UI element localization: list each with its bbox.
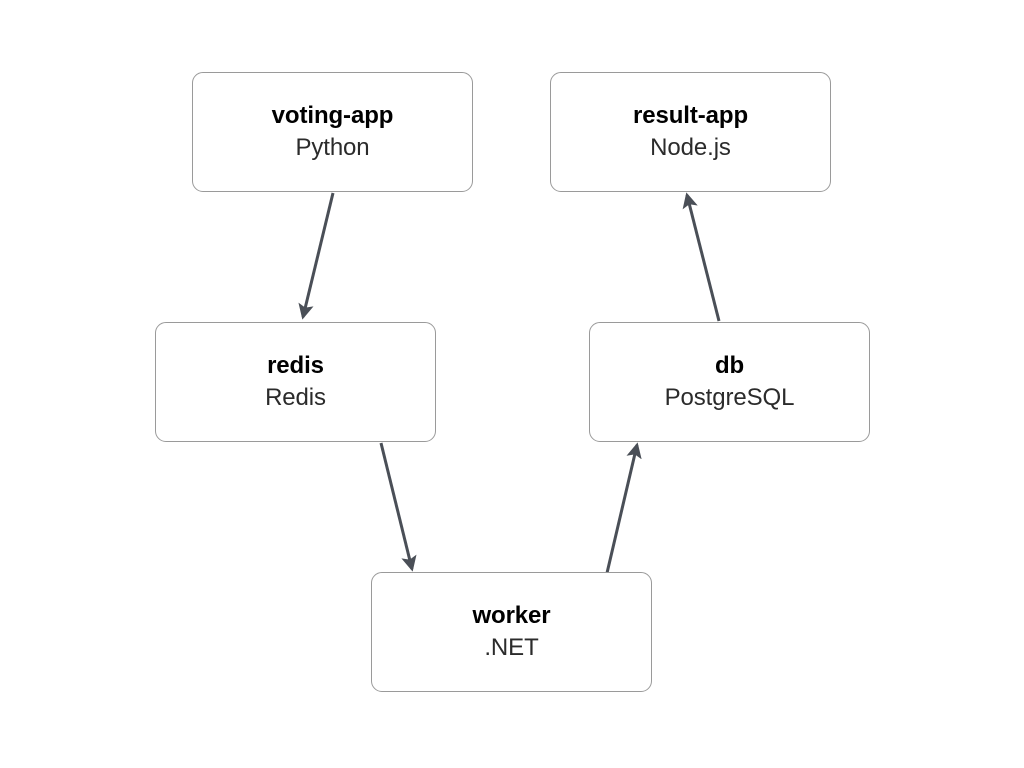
node-db[interactable]: db PostgreSQL bbox=[589, 322, 870, 442]
node-title: redis bbox=[267, 352, 324, 380]
node-title: result-app bbox=[632, 102, 749, 130]
node-result-app[interactable]: result-app Node.js bbox=[550, 72, 831, 192]
node-subtitle: .NET bbox=[484, 634, 539, 661]
edge-db-to-result-app bbox=[682, 192, 721, 322]
node-title: db bbox=[714, 352, 745, 380]
node-subtitle: Redis bbox=[265, 384, 326, 411]
edge-voting-app-to-redis bbox=[298, 192, 335, 320]
node-worker[interactable]: worker .NET bbox=[371, 572, 652, 692]
node-subtitle: Node.js bbox=[650, 134, 731, 161]
edge-worker-to-db bbox=[605, 442, 642, 574]
node-voting-app[interactable]: voting-app Python bbox=[192, 72, 473, 192]
node-subtitle: Python bbox=[295, 134, 370, 161]
node-title: worker bbox=[472, 602, 551, 630]
node-redis[interactable]: redis Redis bbox=[155, 322, 436, 442]
edge-redis-to-worker bbox=[379, 442, 417, 572]
node-subtitle: PostgreSQL bbox=[664, 384, 795, 411]
node-title: voting-app bbox=[271, 102, 394, 130]
